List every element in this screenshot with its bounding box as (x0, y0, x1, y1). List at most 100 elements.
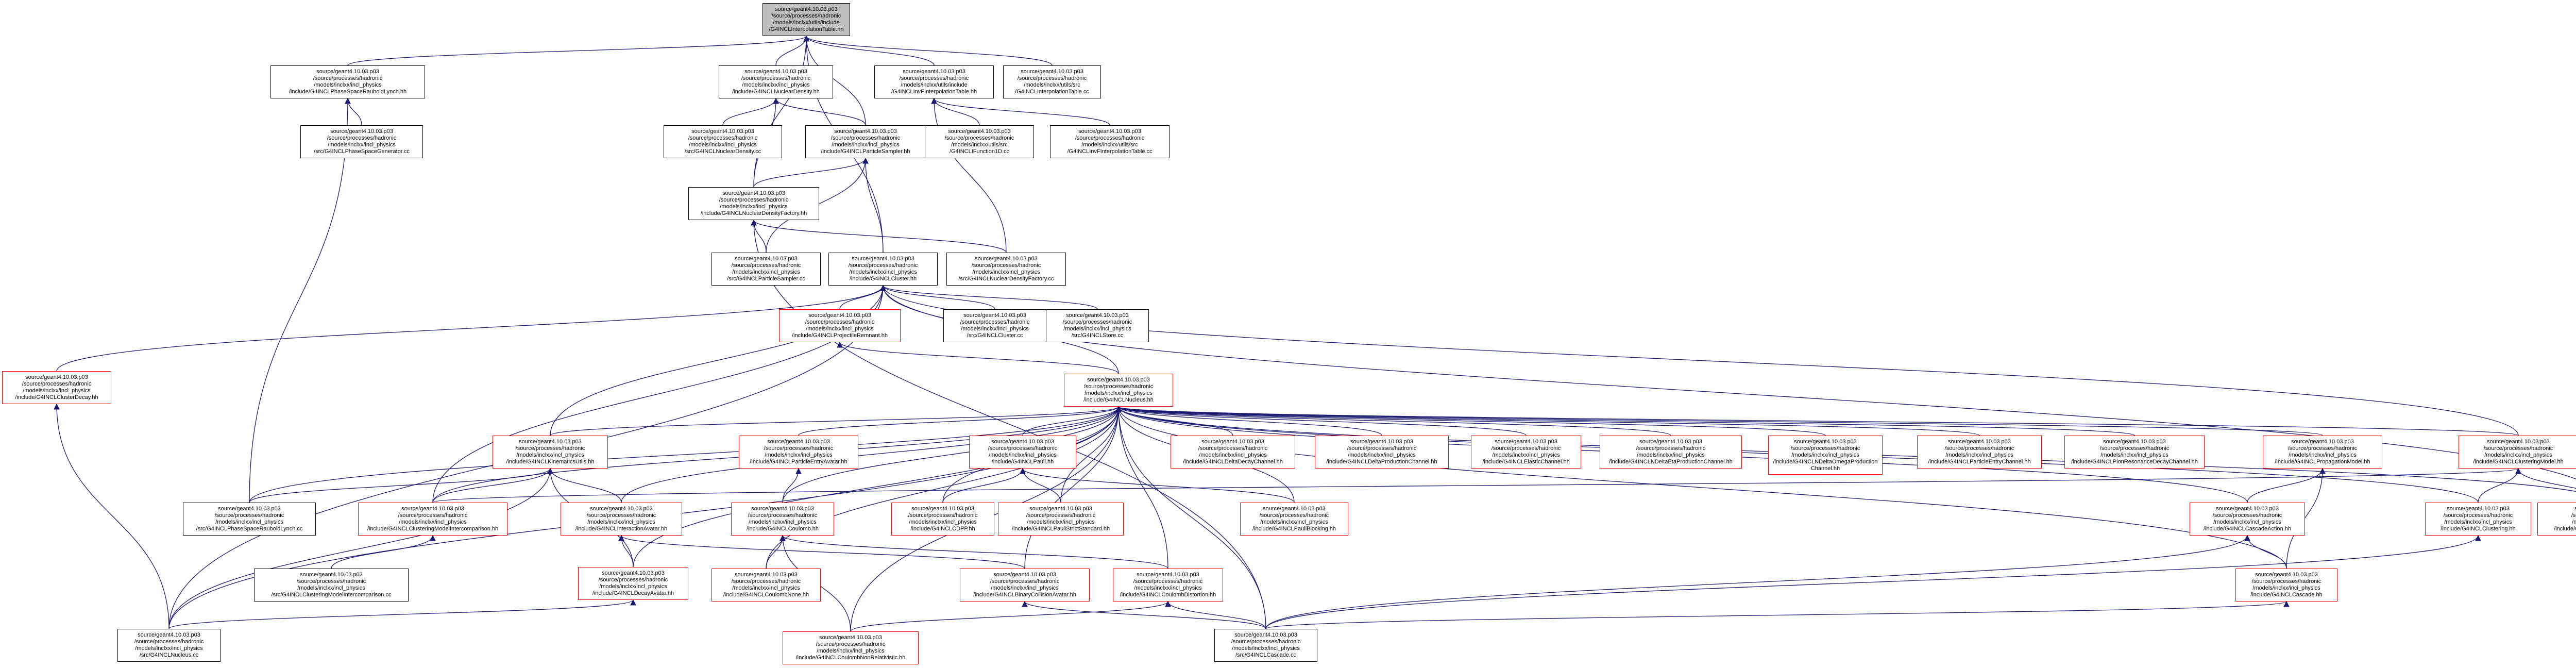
node-label-line: /source/processes/hadronic (960, 319, 1030, 325)
node-label-line: /G4INCLInterpolationTable.cc (1015, 89, 1089, 95)
graph-node-nucleardensity-cc[interactable]: source/geant4.10.03.p03/source/processes… (664, 125, 782, 158)
graph-node-projectileremnant-hh[interactable]: source/geant4.10.03.p03/source/processes… (779, 309, 901, 342)
graph-node-ndeltaetaproductionchannel-hh[interactable]: source/geant4.10.03.p03/source/processes… (1600, 436, 1742, 469)
node-label-line: /source/processes/hadronic (816, 641, 886, 647)
graph-node-coulombdistortion-hh[interactable]: source/geant4.10.03.p03/source/processes… (1113, 569, 1223, 602)
node-label-line: source/geant4.10.03.p03 (2103, 439, 2166, 445)
graph-node-particleentryavatar-hh[interactable]: source/geant4.10.03.p03/source/processes… (739, 436, 858, 469)
node-label-line: /src/G4INCLCluster.cc (967, 332, 1023, 339)
graph-node-clusteringmodelintercomp-cc[interactable]: source/geant4.10.03.p03/source/processes… (254, 569, 409, 602)
graph-node-clusteringmodel-hh[interactable]: source/geant4.10.03.p03/source/processes… (2459, 436, 2576, 469)
graph-node-pionresonancedecaychannel-hh[interactable]: source/geant4.10.03.p03/source/processes… (2064, 436, 2205, 469)
node-label-line: /G4INCLInvFInterpolationTable.hh (891, 89, 977, 95)
graph-node-pauliblocking-hh[interactable]: source/geant4.10.03.p03/source/processes… (1240, 503, 1348, 536)
include-edge (618, 535, 634, 567)
graph-node-invfinterp-hh[interactable]: source/geant4.10.03.p03/source/processes… (874, 65, 994, 98)
node-label-line: source/geant4.10.03.p03 (1794, 438, 1857, 445)
graph-node-particlesampler-hh[interactable]: source/geant4.10.03.p03/source/processes… (805, 125, 926, 158)
graph-node-store-cc[interactable]: source/geant4.10.03.p03/source/processes… (1046, 309, 1149, 342)
graph-node-interp-cc[interactable]: source/geant4.10.03.p03/source/processes… (1003, 65, 1101, 98)
graph-node-nucleardensity-hh[interactable]: source/geant4.10.03.p03/source/processes… (719, 65, 833, 98)
graph-node-pauli-hh[interactable]: source/geant4.10.03.p03/source/processes… (969, 436, 1076, 469)
graph-node-ifunction1d-cc[interactable]: source/geant4.10.03.p03/source/processes… (925, 125, 1034, 158)
graph-node-paulistrictstandard-hh[interactable]: source/geant4.10.03.p03/source/processes… (998, 503, 1124, 536)
graph-node-particleentrychannel-hh[interactable]: source/geant4.10.03.p03/source/processes… (1917, 436, 2042, 469)
node-label-line: /models/inclxx/incl_physics (587, 519, 655, 525)
graph-node-cascade-hh[interactable]: source/geant4.10.03.p03/source/processes… (2235, 569, 2337, 602)
graph-node-deltaproductionchannel-hh[interactable]: source/geant4.10.03.p03/source/processes… (1315, 436, 1449, 469)
node-label-line: /include/G4INCLNDeltaOmegaProduction (1773, 458, 1878, 465)
include-edge (1265, 535, 2481, 629)
include-edge (1115, 406, 1266, 629)
graph-node-deltadecaychannel-hh[interactable]: source/geant4.10.03.p03/source/processes… (1171, 436, 1295, 469)
include-edge (722, 97, 779, 126)
include-edge (168, 599, 636, 629)
node-label-line: /models/inclxx/incl_physics (1232, 645, 1300, 652)
graph-node-nucleus-cc[interactable]: source/geant4.10.03.p03/source/processes… (117, 629, 221, 662)
node-label-line: /models/inclxx/incl_physics (23, 388, 91, 394)
graph-node-particlesampler-cc[interactable]: source/geant4.10.03.p03/source/processes… (711, 253, 821, 286)
graph-node-clusteringmodelintercomp-hh[interactable]: source/geant4.10.03.p03/source/processes… (358, 503, 507, 536)
node-label-line: /models/inclxx/incl_physics (314, 82, 382, 88)
graph-node-phasespacegen-cc[interactable]: source/geant4.10.03.p03/source/processes… (300, 125, 423, 158)
node-label-line: /source/processes/hadronic (831, 135, 901, 141)
graph-node-nucdensfactory-hh[interactable]: source/geant4.10.03.p03/source/processes… (688, 187, 819, 220)
node-label-line: /source/processes/hadronic (214, 512, 284, 519)
graph-node-nucleus-hh[interactable]: source/geant4.10.03.p03/source/processes… (1064, 374, 1173, 407)
node-label-line: /include/G4INCLDeltaProductionChannel.hh (1326, 459, 1437, 465)
node-label-line: /models/inclxx/utils/src (1081, 142, 1138, 148)
graph-node-clustering-hh[interactable]: source/geant4.10.03.p03/source/processes… (2425, 503, 2531, 536)
node-label-line: /include/G4INCLCoulombNone.hh (723, 592, 809, 598)
graph-node-phasespace-hh[interactable]: source/geant4.10.03.p03/source/processes… (270, 65, 425, 98)
graph-node-coulombnonrelativistic-hh[interactable]: source/geant4.10.03.p03/source/processes… (783, 631, 919, 664)
node-label-line: /include/G4INCLClusterDecay.hh (15, 394, 98, 400)
include-edge (1024, 406, 1122, 569)
node-label-line: /source/processes/hadronic (944, 135, 1014, 141)
node-label-line: source/geant4.10.03.p03 (691, 128, 754, 135)
node-label-line: source/geant4.10.03.p03 (1948, 439, 2011, 445)
include-edge (803, 35, 866, 126)
node-label-line: /models/inclxx/incl_physics (817, 648, 885, 654)
graph-node-cdpp-hh[interactable]: source/geant4.10.03.p03/source/processes… (891, 503, 994, 536)
node-label-line: /source/processes/hadronic (1075, 135, 1145, 141)
graph-node-decayavatar-hh[interactable]: source/geant4.10.03.p03/source/processes… (578, 567, 688, 600)
graph-node-binarycollisionavatar-hh[interactable]: source/geant4.10.03.p03/source/processes… (960, 569, 1090, 602)
node-label-line: /models/inclxx/incl_physics (732, 269, 800, 275)
graph-node-cascadeaction-hh[interactable]: source/geant4.10.03.p03/source/processes… (2190, 503, 2305, 536)
node-label-line: /models/inclxx/incl_physics (765, 452, 833, 458)
graph-node-nucdensfactory-cc[interactable]: source/geant4.10.03.p03/source/processes… (946, 253, 1066, 286)
graph-node-clusteringmodelnone-hh[interactable]: source/geant4.10.03.p03/source/processes… (2537, 503, 2576, 536)
graph-node-coulombnone-hh[interactable]: source/geant4.10.03.p03/source/processes… (711, 569, 821, 602)
graph-node-invfinterp-cc[interactable]: source/geant4.10.03.p03/source/processes… (1050, 125, 1170, 158)
node-label-line: source/geant4.10.03.p03 (751, 506, 814, 512)
graph-node-elasticchannel-hh[interactable]: source/geant4.10.03.p03/source/processes… (1471, 436, 1581, 469)
node-label-line: source/geant4.10.03.p03 (1087, 377, 1150, 383)
include-edge (880, 285, 1098, 310)
graph-node-interactionavatar-hh[interactable]: source/geant4.10.03.p03/source/processes… (561, 503, 682, 536)
node-label-line: /include/G4INCLElasticChannel.hh (1482, 459, 1570, 465)
node-label-line: source/geant4.10.03.p03 (903, 69, 965, 75)
include-edge (1020, 467, 1295, 503)
node-label-line: /models/inclxx/incl_physics (2252, 585, 2320, 591)
graph-node-phasespacelynch-cc[interactable]: source/geant4.10.03.p03/source/processes… (183, 503, 316, 536)
node-label-line: source/geant4.10.03.p03 (1137, 572, 1199, 578)
include-edge (1116, 406, 2323, 436)
include-edge (1115, 406, 1980, 436)
graph-node-ndeltaomegaproductionchannel-hh[interactable]: source/geant4.10.03.p03/source/processes… (1768, 436, 1883, 475)
node-label-line: /include/G4INCLClusteringModel.hh (2473, 459, 2564, 465)
graph-node-clusterdecay-hh[interactable]: source/geant4.10.03.p03/source/processes… (2, 371, 111, 404)
include-edge (550, 285, 886, 436)
node-label-line: /source/processes/hadronic (1491, 445, 1561, 452)
graph-node-coulomb-hh[interactable]: source/geant4.10.03.p03/source/processes… (731, 503, 834, 536)
graph-node-cluster-hh[interactable]: source/geant4.10.03.p03/source/processes… (828, 253, 938, 286)
node-label-line: source/geant4.10.03.p03 (1350, 439, 1413, 445)
graph-node-cluster-cc[interactable]: source/geant4.10.03.p03/source/processes… (943, 309, 1046, 342)
node-label-line: source/geant4.10.03.p03 (1263, 506, 1326, 512)
graph-node-cascade-cc[interactable]: source/geant4.10.03.p03/source/processes… (1214, 629, 1317, 662)
include-edge (1115, 406, 1168, 569)
node-label-line: /include/G4INCLProjectileRemnant.hh (792, 332, 888, 339)
node-label-line: /models/inclxx/incl_physics (1945, 452, 2013, 458)
node-label-line: source/geant4.10.03.p03 (25, 374, 88, 380)
graph-node-propagationmodel-hh[interactable]: source/geant4.10.03.p03/source/processes… (2263, 436, 2382, 469)
graph-node-kinematicsutils-hh[interactable]: source/geant4.10.03.p03/source/processes… (493, 436, 608, 469)
